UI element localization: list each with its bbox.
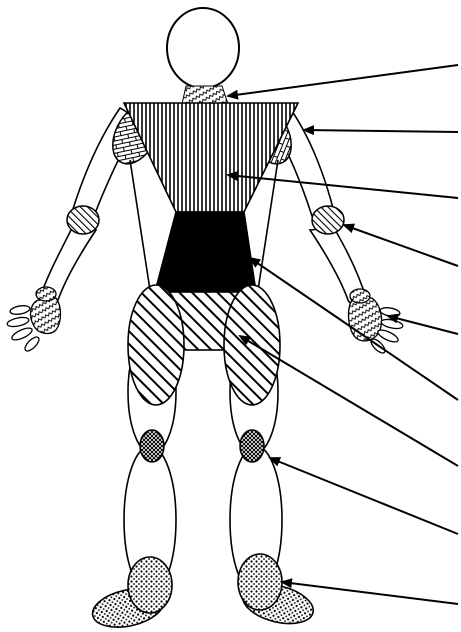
right-elbow-region [312, 206, 344, 234]
head [167, 8, 239, 88]
pointer-line-elbow [344, 225, 458, 266]
left-thigh-region [128, 285, 184, 405]
right-foot-region [238, 554, 317, 630]
right-thigh-region [224, 285, 280, 405]
torso-left-edge [130, 160, 150, 290]
pointer-line-arm [304, 130, 458, 132]
lower-torso-region [155, 212, 256, 292]
left-hand-region [6, 287, 60, 353]
pointer-line-knee [270, 458, 458, 534]
right-knee-region [240, 430, 264, 462]
neck-region [182, 86, 228, 104]
pointer-line-neck [228, 65, 458, 96]
left-elbow-region [67, 206, 99, 234]
pointer-line-upper-torso [228, 175, 458, 198]
left-knee-region [140, 430, 164, 462]
